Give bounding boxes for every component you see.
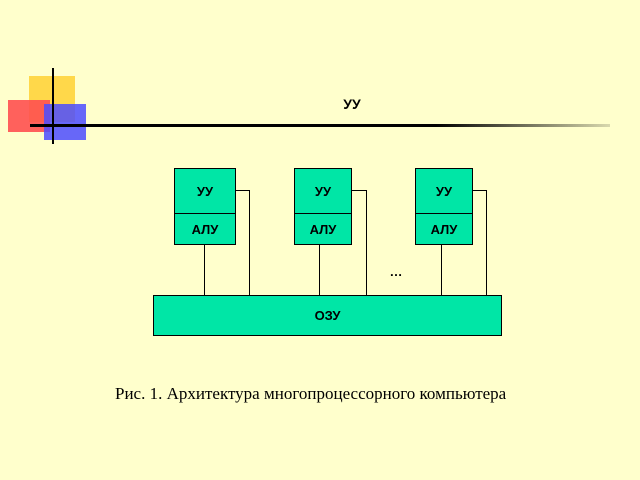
processor-2-cu: УУ <box>294 168 352 214</box>
more-processors-ellipsis: … <box>389 264 403 279</box>
processor-1-alu: АЛУ <box>174 213 236 245</box>
diagram-title: УУ <box>343 96 361 112</box>
processor-1-cu-wire-v <box>249 190 250 296</box>
shared-memory-block: ОЗУ <box>153 295 502 336</box>
decor-vertical-line <box>52 68 54 144</box>
processor-1-cu: УУ <box>174 168 236 214</box>
figure-caption: Рис. 1. Архитектура многопроцессорного к… <box>115 384 507 403</box>
processor-3-cu: УУ <box>415 168 473 214</box>
processor-2-alu: АЛУ <box>294 213 352 245</box>
processor-3-alu: АЛУ <box>415 213 473 245</box>
processor-2-cu-wire-h <box>352 190 366 191</box>
processor-3-cu-wire-h <box>473 190 486 191</box>
decor-horizontal-rule <box>30 124 610 127</box>
processor-3-alu-memory-wire <box>441 245 442 296</box>
processor-2-alu-memory-wire <box>319 245 320 296</box>
processor-3-cu-wire-v <box>486 190 487 296</box>
processor-1-cu-wire-h <box>236 190 249 191</box>
decor-blue-square <box>44 104 86 140</box>
processor-1-alu-memory-wire <box>204 245 205 296</box>
processor-2-cu-wire-v <box>366 190 367 296</box>
